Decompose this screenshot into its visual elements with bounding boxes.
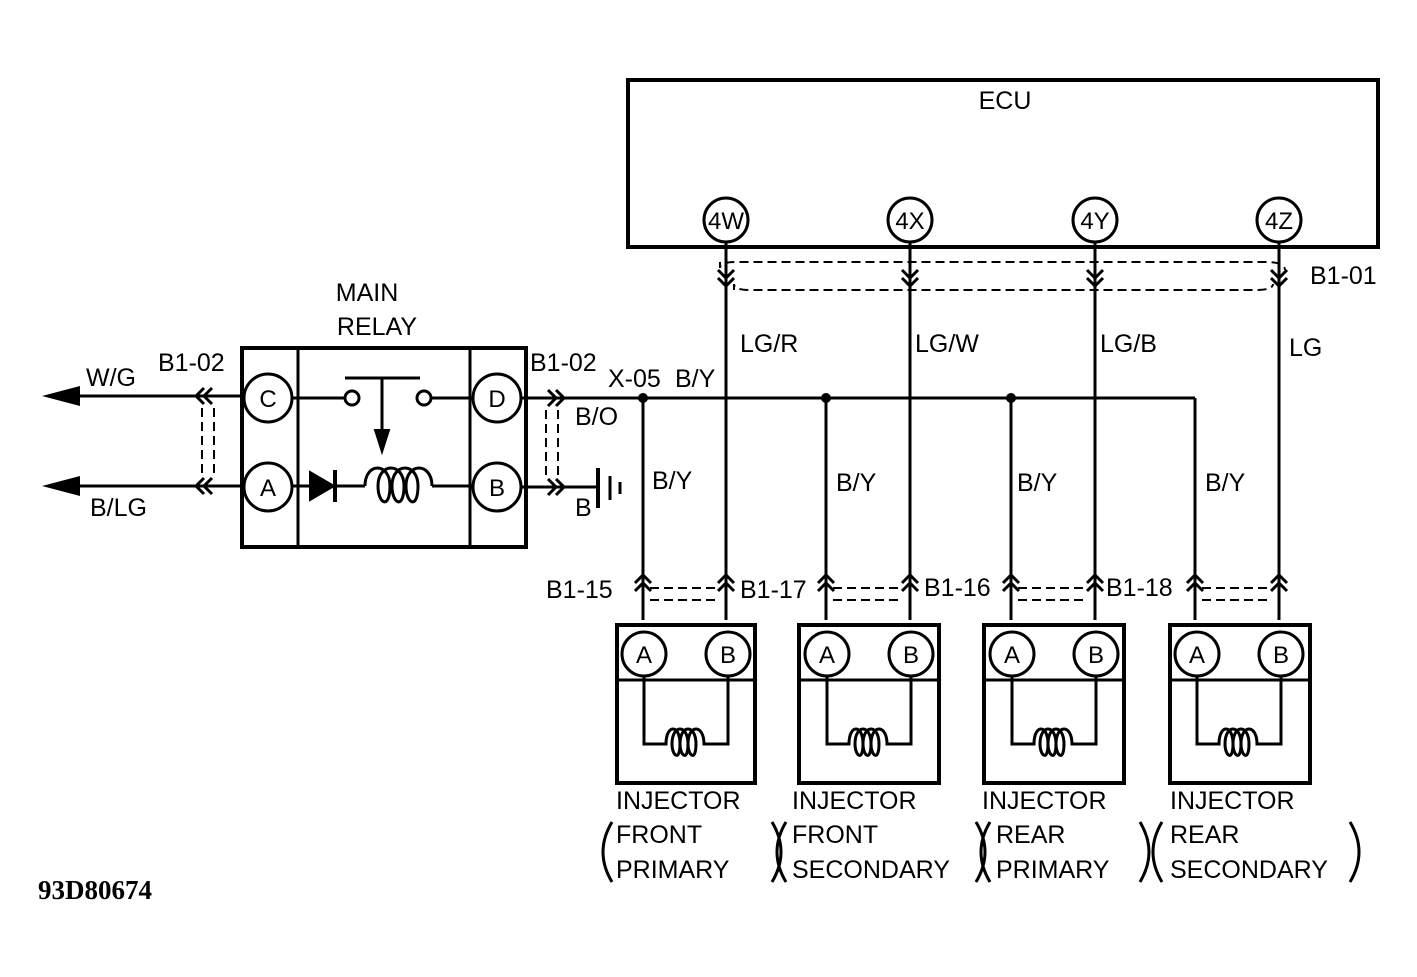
- injector-1-line2: PRIMARY: [616, 856, 730, 884]
- main-relay: MAIN RELAY C A D B: [240, 279, 528, 549]
- connector-b1-16-label: B1-16: [924, 574, 991, 602]
- relay-pin-d-label: D: [488, 386, 505, 413]
- wire-b-label: B: [575, 494, 592, 522]
- injector-3-coil: [1010, 676, 1098, 757]
- wire-lg-label: LG: [1289, 334, 1322, 362]
- ecu-pin-4z-label: 4Z: [1265, 208, 1293, 235]
- relay-coil: [363, 466, 434, 504]
- injector-2-pin-a: A: [819, 642, 835, 669]
- arrow-left-b-lg: [42, 476, 80, 496]
- injector-connectors: B1-15 B1-17 B1-16 B1-18: [546, 573, 1289, 604]
- junction-x-05-label: X-05: [608, 365, 661, 393]
- injector-2-label: INJECTOR: [792, 787, 917, 815]
- injector-1-line1: FRONT: [616, 821, 702, 849]
- injector-1-coil: [642, 676, 730, 757]
- description-brackets: [601, 821, 1361, 883]
- wire-b-lg-label: B/LG: [90, 494, 147, 522]
- injector-rear-primary: A B INJECTOR REAR PRIMARY: [982, 623, 1126, 884]
- wire-lg-w-label: LG/W: [915, 330, 979, 358]
- wire-b-o-label: B/O: [575, 403, 618, 431]
- injector-3-pin-b: B: [1088, 642, 1104, 669]
- ecu-pin-4y-label: 4Y: [1080, 208, 1109, 235]
- drop-b-y-4-label: B/Y: [1205, 469, 1246, 497]
- figure-code: 93D80674: [38, 875, 152, 905]
- injector-4-coil: [1195, 676, 1283, 757]
- ecu-label: ECU: [979, 87, 1032, 115]
- injector-4-line1: REAR: [1170, 821, 1239, 849]
- connector-b1-02-right: B1-02 B/O B: [521, 349, 1195, 522]
- injector-rear-secondary: A B INJECTOR REAR SECONDARY: [1168, 623, 1328, 884]
- connector-b1-02-right-label: B1-02: [530, 349, 597, 377]
- relay-pin-a-label: A: [260, 475, 276, 502]
- injector-4-pin-b: B: [1273, 642, 1289, 669]
- injector-2-line2: SECONDARY: [792, 856, 950, 884]
- connector-b1-17-label: B1-17: [740, 576, 807, 604]
- connector-b1-01-label: B1-01: [1310, 262, 1377, 290]
- relay-title-line1: MAIN: [336, 279, 399, 307]
- connector-b1-02-left-label: B1-02: [158, 349, 225, 377]
- injector-1-pin-a: A: [636, 642, 652, 669]
- injector-2-line1: FRONT: [792, 821, 878, 849]
- injector-4-pin-a: A: [1189, 642, 1205, 669]
- ecu-pin-4w-label: 4W: [708, 208, 744, 235]
- connector-b1-18-label: B1-18: [1106, 574, 1173, 602]
- ecu-module: ECU 4W 4X 4Y 4Z: [626, 78, 1380, 249]
- relay-pin-c-label: C: [259, 386, 276, 413]
- connector-b1-02-left: B1-02 W/G B/LG: [42, 349, 244, 522]
- drop-b-y-1-label: B/Y: [652, 467, 693, 495]
- injector-front-primary: A B INJECTOR FRONT PRIMARY: [615, 623, 757, 884]
- connector-b1-15-label: B1-15: [546, 576, 613, 604]
- relay-contact-right: [415, 389, 433, 407]
- injector-3-pin-a: A: [1004, 642, 1020, 669]
- ecu-pin-4x-label: 4X: [895, 208, 924, 235]
- drop-b-y-2-label: B/Y: [836, 469, 877, 497]
- wire-w-g-label: W/G: [86, 364, 136, 392]
- wire-lg-b-label: LG/B: [1100, 330, 1157, 358]
- injector-3-line2: PRIMARY: [996, 856, 1110, 884]
- connector-b1-01: B1-01: [716, 261, 1377, 291]
- injector-4-label: INJECTOR: [1170, 787, 1295, 815]
- relay-title-line2: RELAY: [337, 313, 417, 341]
- arrow-left-w-g: [42, 386, 80, 406]
- relay-contact-left: [343, 389, 361, 407]
- injector-3-label: INJECTOR: [982, 787, 1107, 815]
- injector-4-line2: SECONDARY: [1170, 856, 1328, 884]
- injector-1-label: INJECTOR: [616, 787, 741, 815]
- relay-box: [240, 346, 528, 549]
- ecu-box: [626, 78, 1380, 249]
- injector-3-line1: REAR: [996, 821, 1065, 849]
- relay-actuator-arrow: [373, 429, 391, 456]
- relay-pin-b-label: B: [489, 475, 505, 502]
- injector-2-coil: [825, 676, 913, 757]
- drop-b-y-3-label: B/Y: [1017, 469, 1058, 497]
- injector-1-pin-b: B: [720, 642, 736, 669]
- bus-b-y-label: B/Y: [675, 365, 716, 393]
- relay-pin-c: [242, 372, 294, 424]
- wire-lg-r-label: LG/R: [740, 330, 798, 358]
- injector-2-pin-b: B: [903, 642, 919, 669]
- relay-diode: [309, 470, 336, 502]
- injector-front-secondary: A B INJECTOR FRONT SECONDARY: [792, 623, 950, 884]
